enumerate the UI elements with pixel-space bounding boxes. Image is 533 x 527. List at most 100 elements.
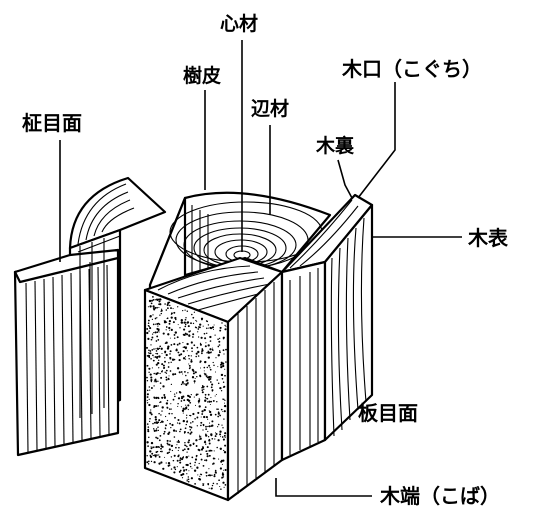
speckle-dot bbox=[149, 454, 152, 457]
speckle-dot bbox=[148, 436, 150, 439]
speckle-dot bbox=[147, 430, 150, 433]
speckle-dot bbox=[194, 382, 196, 384]
speckle-dot bbox=[160, 312, 163, 315]
speckle-dot bbox=[224, 436, 226, 438]
speckle-dot bbox=[198, 405, 201, 408]
speckle-dot bbox=[148, 403, 151, 407]
speckle-dot bbox=[171, 358, 175, 361]
speckle-dot bbox=[202, 483, 204, 485]
speckle-dot bbox=[213, 475, 216, 478]
speckle-dot bbox=[186, 445, 188, 448]
speckle-dot bbox=[222, 381, 225, 383]
speckle-dot bbox=[168, 319, 172, 323]
speckle-dot bbox=[149, 350, 152, 352]
speckle-dot bbox=[176, 422, 179, 424]
speckle-dot bbox=[198, 326, 201, 329]
speckle-dot bbox=[173, 454, 176, 457]
speckle-dot bbox=[196, 346, 199, 349]
speckle-dot bbox=[167, 345, 170, 348]
speckle-dot bbox=[205, 450, 208, 453]
speckle-dot bbox=[194, 483, 196, 485]
speckle-dot bbox=[164, 415, 167, 418]
speckle-dot bbox=[202, 484, 205, 486]
speckle-dot bbox=[209, 348, 212, 351]
speckle-dot bbox=[178, 422, 181, 425]
speckle-dot bbox=[163, 394, 166, 396]
speckle-dot bbox=[149, 411, 152, 414]
speckle-dot bbox=[208, 410, 210, 412]
speckle-dot bbox=[159, 450, 162, 453]
speckle-dot bbox=[196, 416, 199, 419]
speckle-dot bbox=[181, 395, 183, 398]
speckle-dot bbox=[148, 386, 150, 388]
speckle-dot bbox=[151, 336, 154, 339]
speckle-dot bbox=[156, 347, 159, 350]
speckle-dot bbox=[197, 355, 200, 357]
speckle-dot bbox=[157, 298, 160, 301]
speckle-dot bbox=[148, 398, 150, 400]
edge-board bbox=[143, 256, 284, 502]
speckle-dot bbox=[185, 346, 188, 348]
speckle-dot bbox=[161, 352, 163, 355]
speckle-dot bbox=[182, 373, 184, 375]
speckle-dot bbox=[162, 332, 165, 335]
speckle-dot bbox=[173, 436, 176, 438]
speckle-dot bbox=[221, 424, 223, 426]
speckle-dot bbox=[201, 389, 204, 391]
label-face-side: 木表 bbox=[467, 226, 509, 250]
speckle-dot bbox=[195, 445, 198, 447]
speckle-dot bbox=[161, 396, 164, 399]
speckle-dot bbox=[173, 393, 176, 395]
speckle-dot bbox=[200, 424, 202, 427]
speckle-dot bbox=[195, 352, 198, 355]
speckle-dot bbox=[209, 368, 212, 371]
speckle-dot bbox=[205, 425, 207, 428]
speckle-dot bbox=[201, 352, 203, 355]
speckle-dot bbox=[157, 396, 160, 399]
speckle-dot bbox=[153, 348, 155, 350]
speckle-dot bbox=[173, 358, 176, 361]
speckle-dot bbox=[170, 403, 172, 405]
speckle-dot bbox=[146, 402, 149, 404]
speckle-dot bbox=[189, 462, 192, 465]
speckle-dot bbox=[201, 385, 204, 387]
speckle-dot bbox=[177, 306, 179, 308]
speckle-dot bbox=[222, 337, 225, 340]
speckle-dot bbox=[187, 431, 190, 434]
speckle-dot bbox=[154, 299, 156, 301]
speckle-dot bbox=[223, 449, 225, 452]
speckle-dot bbox=[164, 357, 166, 359]
speckle-dot bbox=[215, 472, 217, 474]
speckle-dot bbox=[222, 481, 225, 484]
speckle-dot bbox=[217, 338, 219, 340]
speckle-dot bbox=[170, 383, 173, 386]
speckle-dot bbox=[204, 361, 207, 363]
speckle-dot bbox=[179, 391, 182, 394]
speckle-dot bbox=[214, 458, 216, 460]
speckle-dot bbox=[146, 331, 149, 335]
quarter-board-top-rings bbox=[77, 183, 135, 245]
label-back-side: 木裏 bbox=[315, 134, 355, 157]
speckle-dot bbox=[210, 434, 213, 437]
speckle-dot bbox=[216, 379, 218, 381]
speckle-dot bbox=[224, 399, 226, 402]
labels: 心材 樹皮 辺材 木口（こぐち） 柾目面 木裏 木表 板目面 木端（こば） bbox=[22, 12, 509, 508]
speckle-dot bbox=[181, 477, 184, 479]
speckle-dot bbox=[185, 358, 187, 360]
speckle-dot bbox=[148, 371, 150, 373]
speckle-dot bbox=[183, 470, 185, 472]
speckle-dot bbox=[209, 335, 212, 339]
speckle-dot bbox=[185, 404, 187, 406]
speckle-dot bbox=[184, 319, 186, 321]
speckle-dot bbox=[225, 348, 227, 351]
speckle-dot bbox=[167, 443, 169, 446]
speckle-dot bbox=[182, 322, 184, 324]
speckle-dot bbox=[206, 376, 209, 379]
speckle-dot bbox=[152, 323, 155, 326]
speckle-dot bbox=[177, 402, 179, 405]
speckle-dot bbox=[219, 485, 221, 488]
speckle-dot bbox=[164, 320, 167, 323]
speckle-dot bbox=[187, 354, 190, 357]
speckle-dot bbox=[190, 355, 192, 357]
speckle-dot bbox=[173, 337, 176, 339]
